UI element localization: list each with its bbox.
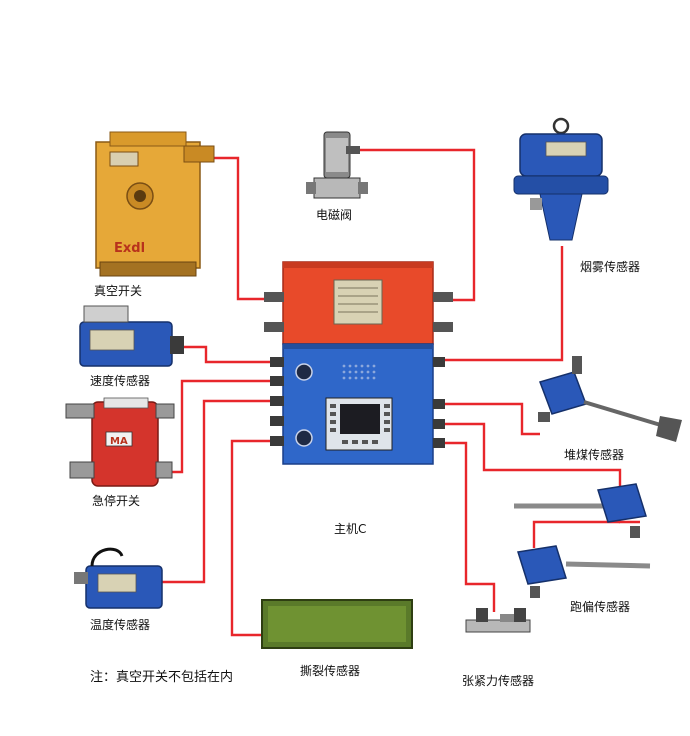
deviation-sensor-device-1 xyxy=(514,483,647,538)
label-deviation-sensor: 跑偏传感器 xyxy=(570,600,631,614)
wire-smoke-sensor xyxy=(434,246,564,362)
emergency-stop-mark: MA xyxy=(110,436,128,447)
main-unit xyxy=(264,261,453,465)
emergency-stop-device: MA xyxy=(65,397,175,487)
wire-speed-sensor xyxy=(184,345,282,364)
wiring xyxy=(160,148,640,637)
label-solenoid-valve: 电磁阀 xyxy=(316,208,353,222)
tear-sensor-device xyxy=(261,599,413,649)
wire-deviation-sensor-2 xyxy=(532,520,620,548)
label-tension-sensor: 张紧力传感器 xyxy=(462,674,535,688)
solenoid-valve-device xyxy=(306,131,368,199)
coal-pile-sensor-device xyxy=(538,356,682,442)
label-temperature-sensor: 温度传感器 xyxy=(90,618,151,632)
label-smoke-sensor: 烟雾传感器 xyxy=(580,260,641,274)
label-main-unit: 主机C xyxy=(334,522,367,536)
wire-tear-sensor xyxy=(230,439,282,637)
wire-temperature-sensor xyxy=(160,399,282,584)
temperature-sensor-device xyxy=(74,547,163,609)
vacuum-switch-device: Exdl xyxy=(95,131,215,277)
vacuum-switch-brand: Exdl xyxy=(114,241,145,256)
wire-deviation-sensor xyxy=(434,422,640,524)
tension-sensor-device xyxy=(465,608,531,633)
wire-emergency-stop xyxy=(166,379,282,474)
smoke-sensor-device xyxy=(513,117,609,241)
speed-sensor-device xyxy=(79,305,184,367)
wire-coal-pile-sensor xyxy=(434,402,540,436)
label-vacuum-switch: 真空开关 xyxy=(94,284,143,298)
deviation-sensor-device-2 xyxy=(517,545,651,598)
label-speed-sensor: 速度传感器 xyxy=(90,374,151,388)
wire-vacuum-switch xyxy=(196,156,285,301)
label-emergency-stop: 急停开关 xyxy=(92,494,141,508)
wire-tension-sensor xyxy=(434,441,496,612)
footnote: 注：真空开关不包括在内 xyxy=(90,670,234,685)
label-tear-sensor: 撕裂传感器 xyxy=(300,664,361,678)
label-coal-pile-sensor: 堆煤传感器 xyxy=(564,448,625,462)
